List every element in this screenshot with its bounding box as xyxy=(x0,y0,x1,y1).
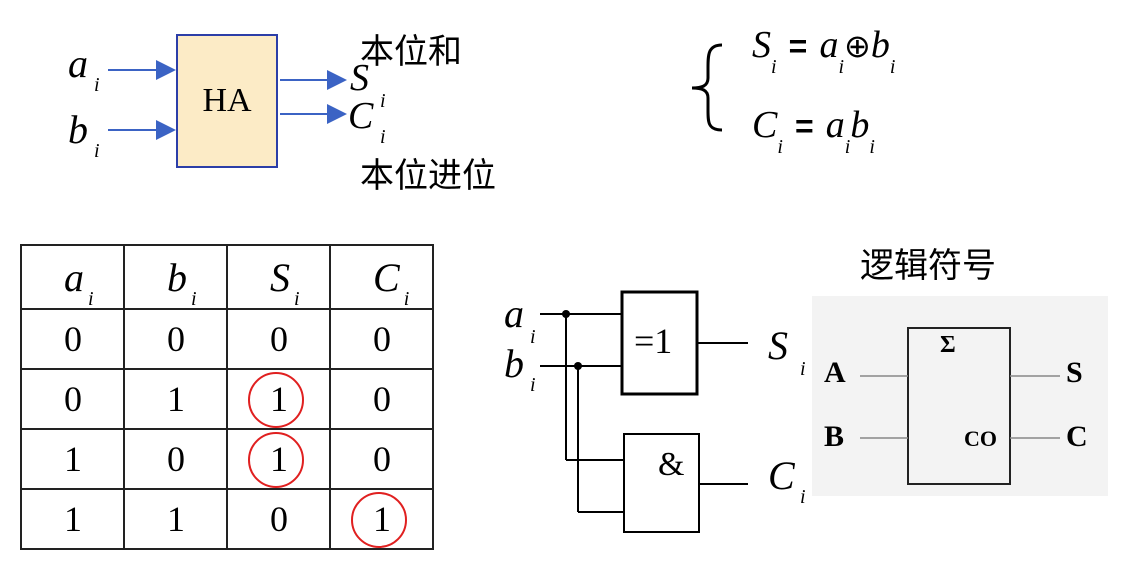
table-cell: 1 xyxy=(329,488,434,550)
sigma-symbol: Σ xyxy=(940,332,956,358)
eq-c-a-sub: i xyxy=(844,136,851,158)
xor-gate-label: =1 xyxy=(634,321,673,361)
ha-input-a: a xyxy=(68,41,88,86)
table-row: 1 1 0 1 xyxy=(20,488,434,550)
gate-output-s-sub: i xyxy=(800,358,806,380)
header-sub: i xyxy=(191,287,197,310)
eq-c-b: b xyxy=(850,104,870,146)
ha-output-c-sub: i xyxy=(380,126,386,148)
gate-input-a: a xyxy=(504,291,524,336)
table-cell: 0 xyxy=(329,308,434,370)
header-var: C xyxy=(373,254,400,300)
table-cell: 1 xyxy=(226,368,331,430)
header-var: b xyxy=(167,254,187,300)
logic-symbol-panel: Σ A B CO S C xyxy=(812,296,1108,496)
header-sub: i xyxy=(88,287,94,310)
table-cell: 0 xyxy=(123,308,228,370)
table-row: 0 0 0 0 xyxy=(20,308,434,370)
table-cell: 0 xyxy=(123,428,228,490)
eq-s-lhs: S xyxy=(752,24,771,66)
table-row: 1 0 1 0 xyxy=(20,428,434,490)
ha-input-b-sub: i xyxy=(94,140,100,162)
logic-output-c: C xyxy=(1066,420,1088,453)
brace xyxy=(691,43,723,132)
logic-output-s: S xyxy=(1066,356,1083,389)
eq-s-b-sub: i xyxy=(889,56,896,78)
ha-output-s-sub: i xyxy=(380,90,386,112)
junction-b xyxy=(574,362,582,370)
header-sub: i xyxy=(403,287,410,310)
equation-sum: Si = ai⊕bi xyxy=(752,22,895,78)
table-cell: 0 xyxy=(20,368,125,430)
gate-wires xyxy=(540,313,748,513)
carry-label: 本位进位 xyxy=(360,156,496,196)
eq-c-lhs-sub: i xyxy=(777,136,783,158)
gate-input-a-sub: i xyxy=(530,326,536,348)
eq-s-b: b xyxy=(870,24,890,66)
eq-c-a: a xyxy=(825,104,845,146)
logic-input-b: B xyxy=(824,420,845,453)
header-var: S xyxy=(270,254,290,300)
gate-input-b-sub: i xyxy=(530,374,536,396)
and-gate-label: & xyxy=(658,446,685,483)
co-label: CO xyxy=(964,426,997,451)
sum-label: 本位和 xyxy=(360,32,462,72)
gate-output-s: S xyxy=(768,323,788,368)
ha-block: HA xyxy=(176,34,278,168)
eq-s-a: a xyxy=(819,24,839,66)
highlight-circle xyxy=(351,492,407,548)
eq-equals-1: = xyxy=(788,28,808,64)
logic-symbol-lines xyxy=(860,327,1060,485)
ha-output-s: S xyxy=(350,57,369,99)
eq-c-b-sub: i xyxy=(869,136,875,158)
table-cell: 0 xyxy=(329,368,434,430)
xor-gate xyxy=(620,290,699,396)
table-cell: 1 xyxy=(123,368,228,430)
table-cell: 1 xyxy=(226,428,331,490)
table-cell: 0 xyxy=(226,308,331,370)
xor-symbol: ⊕ xyxy=(844,27,871,65)
header-sub: i xyxy=(294,287,300,310)
and-gate xyxy=(623,433,700,533)
ha-input-a-sub: i xyxy=(94,74,100,96)
equation-carry: Ci = aibi xyxy=(752,102,875,158)
gate-output-c-sub: i xyxy=(800,486,806,508)
table-cell: 1 xyxy=(20,428,125,490)
header-var: a xyxy=(64,254,84,300)
table-cell: 0 xyxy=(329,428,434,490)
eq-s-a-sub: i xyxy=(838,56,844,78)
gate-output-c: C xyxy=(768,453,795,498)
eq-s-lhs-sub: i xyxy=(771,56,777,78)
gate-input-b: b xyxy=(504,341,524,386)
table-cell: 1 xyxy=(123,488,228,550)
eq-equals-2: = xyxy=(795,108,814,144)
logic-symbol-title: 逻辑符号 xyxy=(860,246,996,286)
ha-input-b: b xyxy=(68,107,88,152)
highlight-circle xyxy=(248,432,304,488)
eq-c-lhs: C xyxy=(752,104,778,146)
table-cell: 1 xyxy=(20,488,125,550)
table-row: 0 1 1 0 xyxy=(20,368,434,430)
ha-label: HA xyxy=(202,82,252,119)
table-cell: 0 xyxy=(226,488,331,550)
ha-output-c: C xyxy=(348,95,374,137)
junction-a xyxy=(562,310,570,318)
table-cell: 0 xyxy=(20,308,125,370)
highlight-circle xyxy=(248,372,304,428)
logic-input-a: A xyxy=(824,356,846,389)
